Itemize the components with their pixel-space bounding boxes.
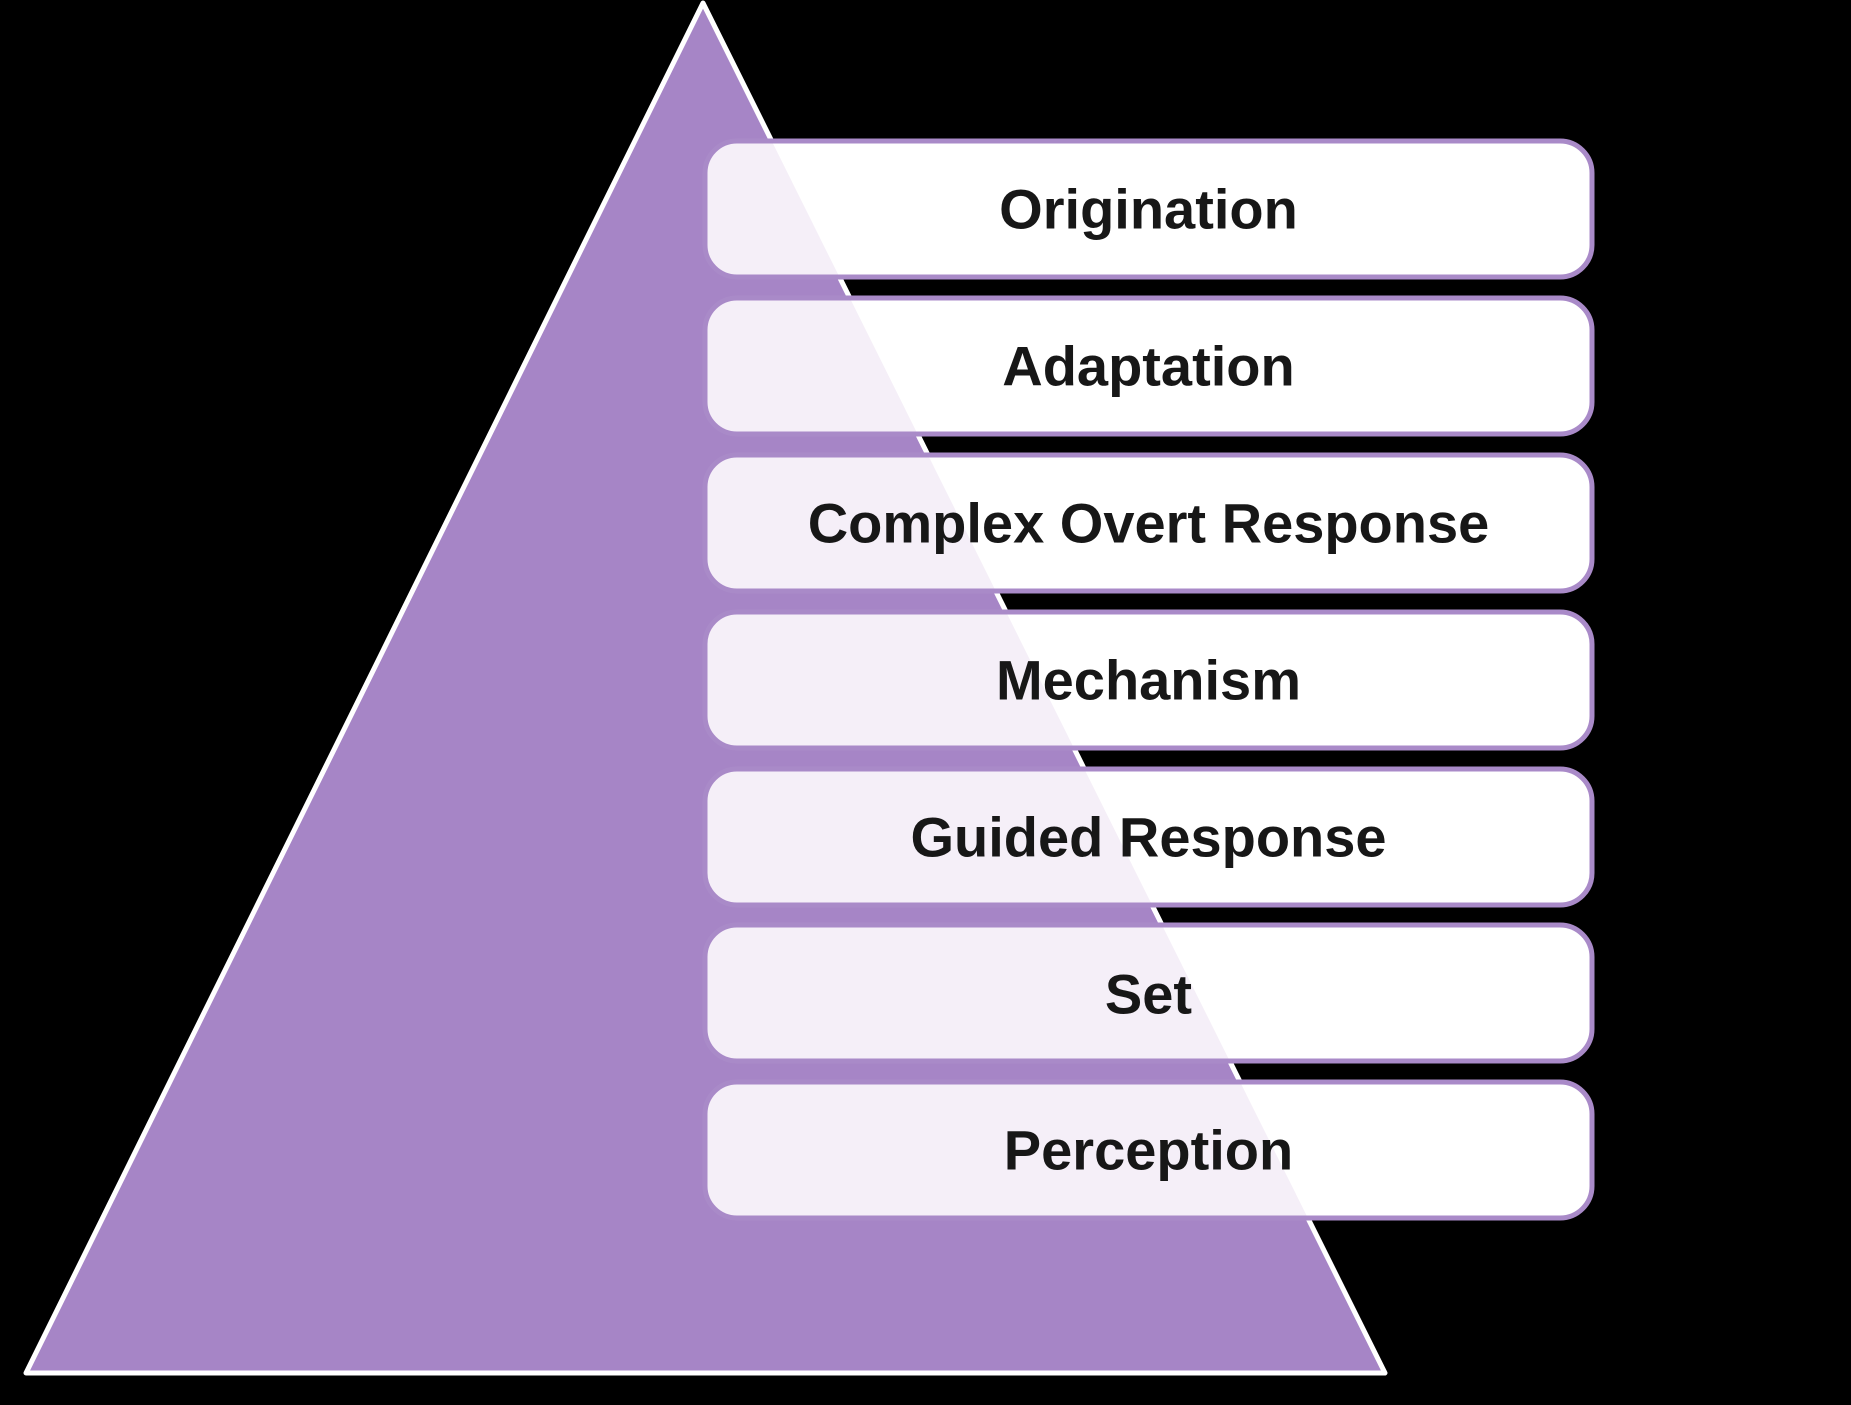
level-box-complex-overt-response-border: [702, 452, 1595, 594]
level-box-adaptation-border: [702, 295, 1595, 437]
level-label-origination: Origination: [999, 178, 1298, 241]
level-box-origination-border: [702, 138, 1595, 280]
level-box-origination: [705, 141, 1592, 277]
level-box-set-border: [702, 922, 1595, 1064]
level-label-adaptation: Adaptation: [1002, 335, 1294, 398]
level-box-perception-border: [702, 1079, 1595, 1221]
level-boxes-border: [702, 138, 1595, 1221]
level-label-mechanism: Mechanism: [996, 649, 1301, 712]
level-box-guided-response-border: [702, 766, 1595, 908]
level-box-adaptation: [705, 298, 1592, 434]
level-label-complex-overt-response: Complex Overt Response: [808, 492, 1490, 555]
level-label-guided-response: Guided Response: [910, 806, 1386, 869]
level-box-mechanism-border: [702, 609, 1595, 751]
level-label-perception: Perception: [1004, 1119, 1293, 1182]
level-labels: Origination Adaptation Complex Overt Res…: [808, 178, 1490, 1182]
level-label-set: Set: [1105, 963, 1192, 1026]
